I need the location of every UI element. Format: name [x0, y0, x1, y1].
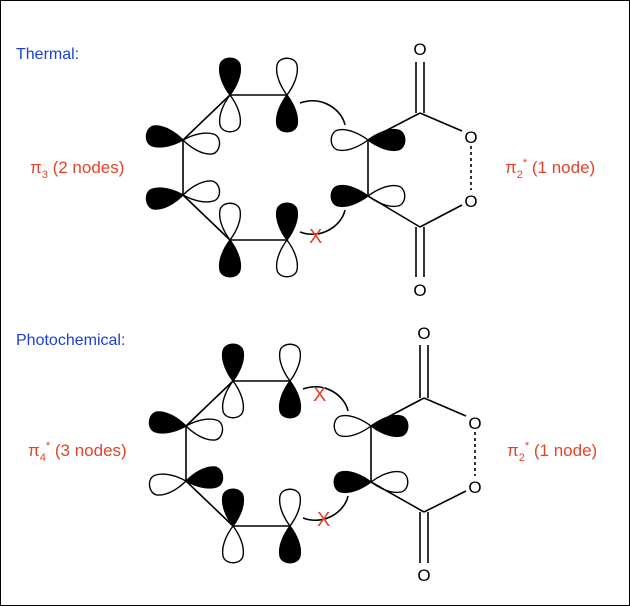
photochemical-interaction-arcs [302, 386, 349, 521]
photochemical-title: Photochemical: [16, 332, 125, 349]
thermal-oxygen-bottom: O [413, 281, 426, 300]
photochemical-oxygen-ring-2: O [468, 478, 481, 497]
thermal-x-mark: X [309, 226, 322, 248]
photochemical-section: Photochemical: π4* (3 nodes) π2* (1 node… [16, 324, 597, 585]
thermal-title: Thermal: [16, 46, 79, 63]
photochemical-left-label: π4* (3 nodes) [28, 440, 127, 464]
thermal-diene-skeleton [182, 94, 287, 241]
thermal-right-label: π2* (1 node) [505, 157, 595, 181]
thermal-oxygen-top: O [413, 40, 426, 59]
photochemical-x-mark-top: X [313, 384, 326, 406]
thermal-interaction-arcs [299, 100, 346, 235]
thermal-oxygen-ring-2: O [464, 192, 477, 211]
photochemical-diene-orbitals [147, 343, 302, 564]
photochemical-oxygen-top: O [417, 324, 430, 343]
photochemical-oxygen-bottom: O [417, 566, 430, 585]
photochemical-anhydride-skeleton [370, 345, 476, 563]
thermal-left-label: π3 (2 nodes) [30, 158, 124, 181]
thermal-section: Thermal: π3 (2 nodes) π2* (1 node) X [16, 40, 595, 300]
photochemical-oxygen-ring-1: O [468, 414, 481, 433]
thermal-anhydride-skeleton [367, 62, 472, 277]
thermal-diene-orbitals [144, 57, 299, 278]
thermal-oxygen-ring-1: O [464, 128, 477, 147]
photochemical-right-label: π2* (1 node) [507, 440, 597, 464]
photochemical-x-mark-bottom: X [317, 509, 330, 531]
photochemical-diene-skeleton [185, 380, 290, 527]
